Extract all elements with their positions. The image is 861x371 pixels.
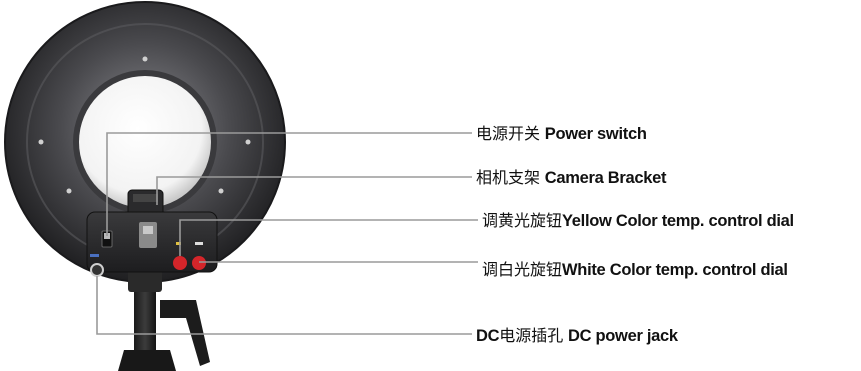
label-power-switch-cn: 电源开关: [476, 124, 541, 143]
ring-reflector: [4, 1, 286, 283]
leader-camera-bracket: [156, 176, 472, 205]
label-yellow-dial-cn: 调黄光旋钮: [482, 211, 563, 230]
leader-yellow-dial: [179, 219, 478, 256]
dc-jack-socket: [90, 263, 104, 277]
white-dial-knob: [192, 256, 206, 270]
label-white-dial-en: White Color temp. control dial: [562, 261, 788, 279]
label-dc-jack: DC电源插孔 DC power jack: [476, 326, 678, 346]
leader-power-switch: [106, 132, 472, 236]
label-yellow-dial-en: Yellow Color temp. control dial: [562, 212, 794, 230]
label-white-dial-cn: 调白光旋钮: [482, 260, 563, 279]
label-power-switch-en: Power switch: [544, 125, 647, 143]
yellow-dial-knob: [173, 256, 187, 270]
label-camera-bracket-cn: 相机支架: [476, 168, 541, 187]
label-dc-jack-en: DC power jack: [567, 327, 678, 345]
label-dc-jack-prefix: DC: [476, 327, 500, 345]
label-white-dial: 调白光旋钮White Color temp. control dial: [482, 260, 788, 280]
label-yellow-dial: 调黄光旋钮Yellow Color temp. control dial: [482, 211, 794, 231]
label-camera-bracket-en: Camera Bracket: [544, 169, 667, 187]
leader-lines: [96, 132, 478, 335]
leader-dc-jack: [96, 276, 472, 335]
label-camera-bracket: 相机支架 Camera Bracket: [476, 168, 667, 188]
control-box: [86, 211, 218, 277]
label-dc-jack-cn: 电源插孔: [499, 326, 564, 345]
label-power-switch: 电源开关 Power switch: [476, 124, 647, 144]
